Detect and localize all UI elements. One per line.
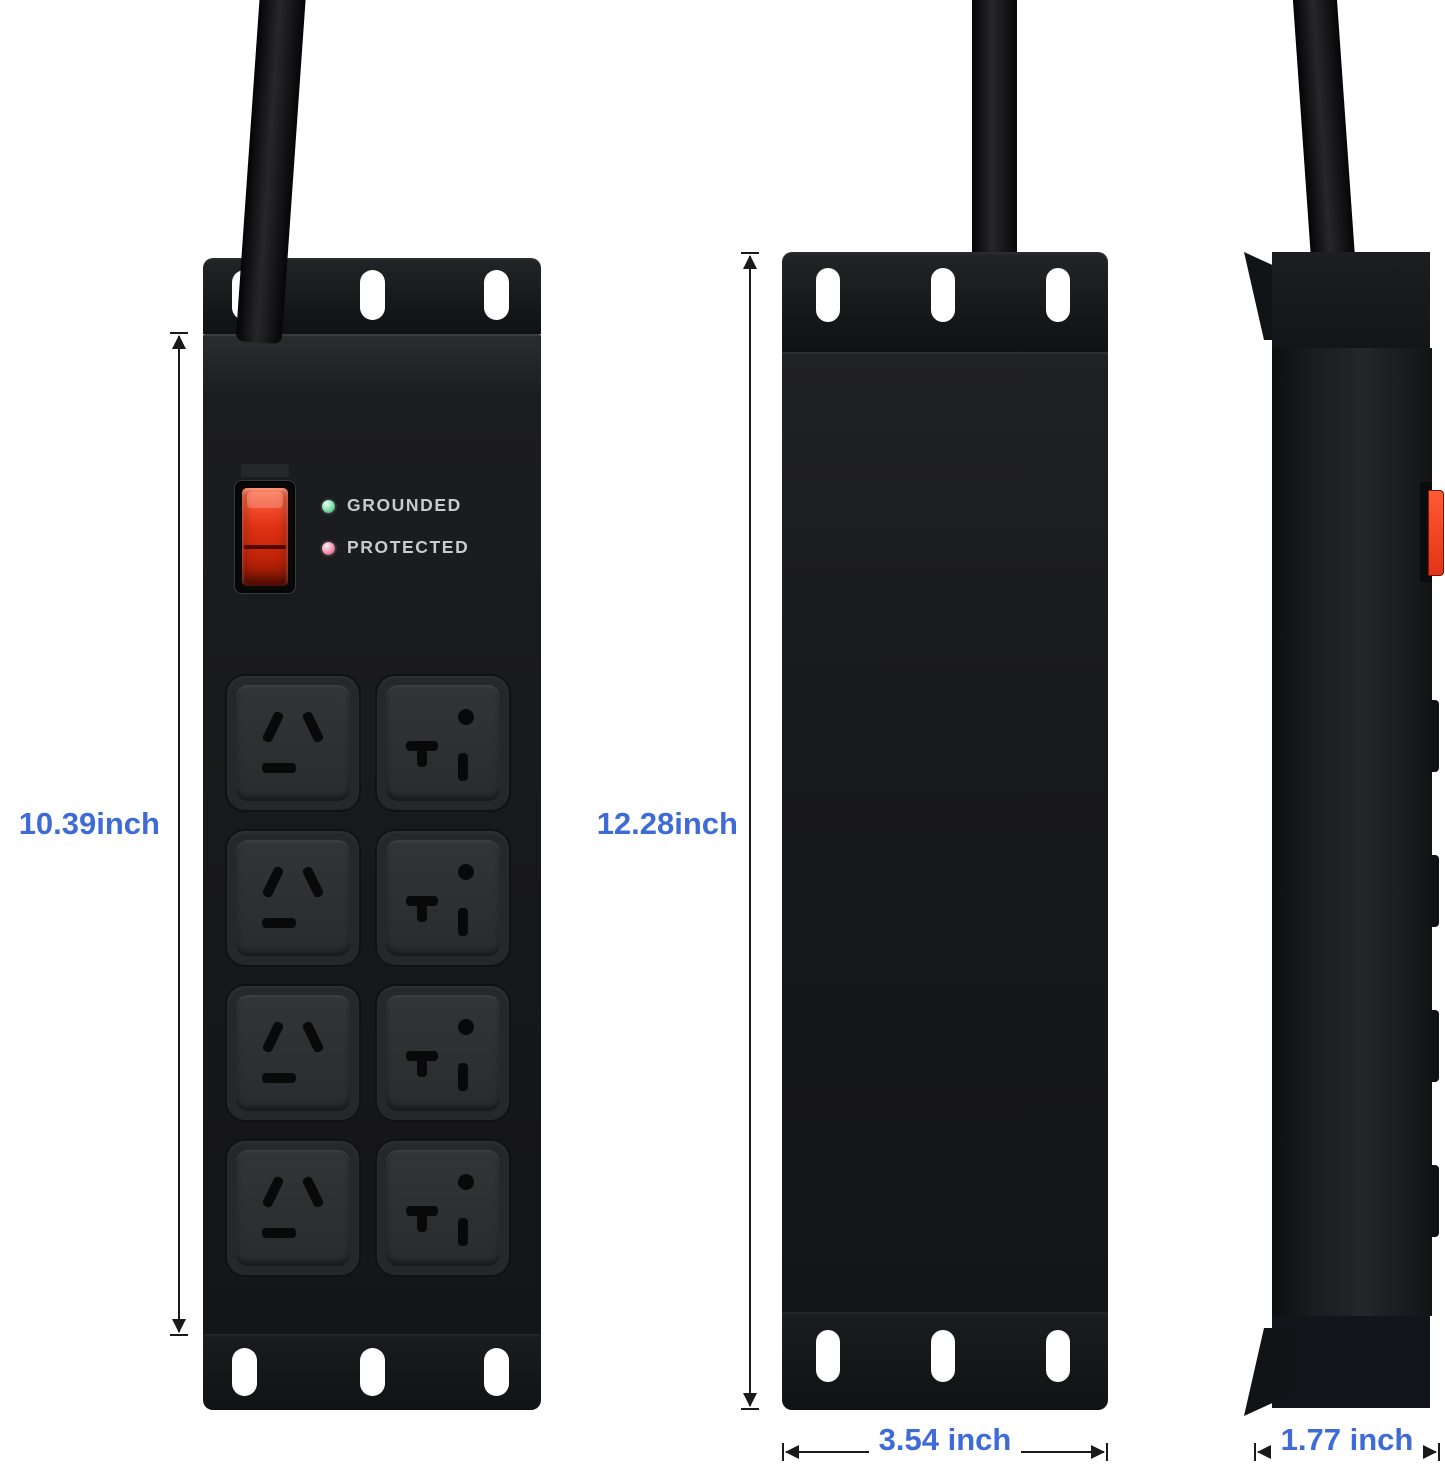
outlet-face — [386, 840, 500, 956]
mounting-bracket-bottom-back — [782, 1312, 1108, 1410]
rocker-gloss — [247, 492, 283, 508]
power-switch — [234, 480, 296, 594]
mounting-hole — [816, 268, 840, 322]
dimension-label-front-height: 10.39inch — [18, 806, 160, 841]
outlet-face — [236, 1150, 350, 1266]
outlet-slot — [417, 1059, 427, 1077]
outlet-nema-5-20r — [377, 1141, 509, 1275]
dimension-label-width-text: 3.54 inch — [868, 1423, 1022, 1457]
ground-hole — [458, 864, 474, 880]
outlet-slot — [301, 1175, 325, 1209]
outlet-universal — [227, 831, 359, 965]
outlet-face — [386, 1150, 500, 1266]
outlet-slot — [458, 753, 468, 781]
side-bracket-bottom — [1272, 1316, 1430, 1408]
arrow-cap — [782, 1443, 784, 1461]
ground-hole — [458, 1174, 474, 1190]
outlet-slot — [261, 865, 285, 899]
outlet-universal — [227, 986, 359, 1120]
arrow-cap — [1438, 1443, 1440, 1461]
mounting-bracket-top-back — [782, 252, 1108, 352]
back-body — [782, 352, 1108, 1314]
mounting-hole — [484, 270, 509, 320]
side-outlet-edge — [1430, 1165, 1439, 1237]
arrow-head — [172, 1319, 186, 1333]
arrow-head — [1423, 1445, 1437, 1459]
arrow-cap — [741, 252, 759, 254]
ground-hole — [458, 1019, 474, 1035]
arrow-head — [743, 1393, 757, 1407]
side-outlet-edge — [1430, 855, 1439, 927]
outlet-nema-5-20r — [377, 676, 509, 810]
outlet-slot — [262, 1073, 296, 1083]
outlet-slot — [262, 1228, 296, 1238]
outlet-slot — [417, 1214, 427, 1232]
switch-rocker — [242, 488, 288, 586]
grounded-label: GROUNDED — [347, 495, 462, 515]
outlet-slot — [301, 865, 325, 899]
outlet-face — [236, 840, 350, 956]
outlet-slot — [417, 749, 427, 767]
power-cord-back — [972, 0, 1017, 270]
outlet-slot — [406, 1206, 438, 1216]
side-switch — [1428, 490, 1444, 576]
dimension-label-depth-text: 1.77 inch — [1270, 1423, 1424, 1457]
ground-hole — [458, 709, 474, 725]
outlet-slot — [417, 904, 427, 922]
outlet-face — [386, 685, 500, 801]
outlet-slot — [406, 896, 438, 906]
side-bracket-top — [1272, 252, 1430, 348]
arrow-line — [178, 336, 180, 1332]
arrow-cap — [1254, 1443, 1256, 1461]
switch-label-plate — [241, 464, 289, 477]
side-body — [1272, 348, 1432, 1316]
side-outlet-edge — [1430, 1010, 1439, 1082]
outlet-slot — [261, 1175, 285, 1209]
outlet-face — [386, 995, 500, 1111]
outlet-slot — [261, 710, 285, 744]
arrow-line — [749, 256, 751, 1406]
mounting-hole — [360, 1348, 385, 1396]
protected-led-icon — [322, 542, 335, 555]
outlet-slot — [406, 1051, 438, 1061]
dimension-label-overall-height: 12.28inch — [596, 806, 738, 841]
outlet-nema-5-20r — [377, 986, 509, 1120]
outlet-slot — [301, 1020, 325, 1054]
outlet-universal — [227, 676, 359, 810]
dimension-arrow-overall-height — [740, 252, 760, 1410]
arrow-cap — [170, 332, 188, 334]
arrow-head — [1091, 1445, 1105, 1459]
outlet-face — [236, 995, 350, 1111]
dimension-arrow-front-height — [169, 332, 189, 1336]
outlet-slot — [262, 763, 296, 773]
mounting-bracket-bottom-front — [203, 1334, 541, 1410]
arrow-cap — [1106, 1443, 1108, 1461]
outlet-slot — [458, 1063, 468, 1091]
outlet-slot — [301, 710, 325, 744]
mounting-hole — [816, 1330, 840, 1382]
mounting-hole — [931, 1330, 955, 1382]
outlet-slot — [261, 1020, 285, 1054]
protected-label: PROTECTED — [347, 537, 470, 557]
outlet-universal — [227, 1141, 359, 1275]
dimension-label-depth: 1.77 inch — [1254, 1423, 1440, 1457]
outlet-slot — [458, 1218, 468, 1246]
grounded-led-icon — [322, 500, 335, 513]
mounting-hole — [931, 268, 955, 322]
outlet-slot — [262, 918, 296, 928]
dimension-label-width: 3.54 inch — [782, 1423, 1108, 1457]
mounting-hole — [484, 1348, 509, 1396]
arrow-cap — [170, 1334, 188, 1336]
mounting-hole — [360, 270, 385, 320]
outlet-face — [236, 685, 350, 801]
mounting-hole — [1046, 1330, 1070, 1382]
side-outlet-edge — [1430, 700, 1439, 772]
mounting-hole — [1046, 268, 1070, 322]
outlet-slot — [458, 908, 468, 936]
mounting-hole — [232, 1348, 257, 1396]
rocker-seam — [244, 544, 286, 549]
outlet-nema-5-20r — [377, 831, 509, 965]
arrow-cap — [741, 1408, 759, 1410]
outlet-slot — [406, 741, 438, 751]
